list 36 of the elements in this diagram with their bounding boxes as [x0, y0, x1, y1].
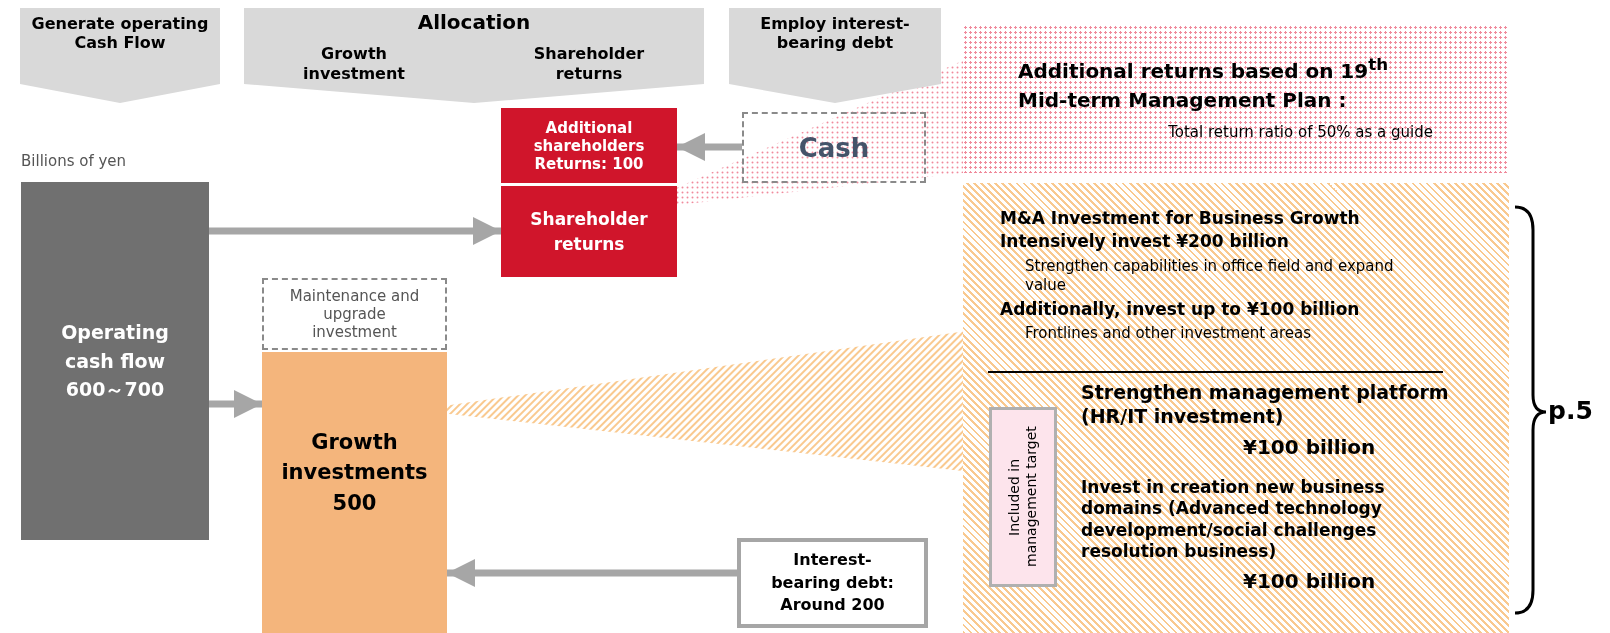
subheading: Growth investment: [302, 44, 406, 84]
cash-box: Cash: [742, 112, 926, 183]
note-text: Strengthen capabilities in office field and expand value: [1025, 257, 1395, 295]
heading: M&A Investment for Business Growth: [1000, 208, 1361, 230]
column-header: Employ interest-bearing debt: [729, 8, 941, 103]
heading: Allocation: [416, 10, 532, 35]
tag-box: [989, 407, 1057, 587]
returns-box: Additional shareholders Returns: 100: [501, 108, 677, 183]
amount-text: ¥100 billion: [1243, 569, 1377, 594]
page-reference: p.5: [1548, 396, 1593, 425]
unit-text: Billions of yen: [21, 152, 127, 170]
info-panel: [963, 183, 1509, 633]
arrow: [447, 559, 737, 587]
arrow: [209, 390, 262, 418]
amount-text: ¥100 billion: [1243, 435, 1377, 460]
tag-text: Included in management target: [1006, 425, 1040, 570]
note-text: Total return ratio of 50% as a guide: [1167, 123, 1433, 142]
returns-box: Shareholder returns: [501, 186, 677, 277]
info-panel: [963, 25, 1509, 173]
heading: Invest in creation new business domains (Advanced technology development/social challenges resolution business): [1081, 477, 1386, 562]
column-header: [244, 8, 704, 103]
callout-wedge: [447, 331, 963, 471]
growth-investment-bar: Growth investments 500: [262, 352, 447, 633]
heading: Additional returns based on 19$^{th}$ Mid-term Management Plan :: [1018, 54, 1390, 114]
arrow: [209, 217, 501, 245]
heading: Intensively invest ¥200 billion: [1000, 231, 1290, 253]
subheading: Shareholder returns: [532, 44, 646, 84]
callout-wedge: [677, 60, 963, 206]
debt-box: Interest-bearing debt: Around 200: [737, 538, 928, 628]
maintenance-box: Maintenance and upgrade investment: [262, 278, 447, 350]
note-text: Frontlines and other investment areas: [1025, 324, 1313, 343]
arrow: [677, 133, 742, 161]
heading: Strengthen management platform (HR/IT investment): [1081, 381, 1450, 429]
heading: Additionally, invest up to ¥100 billion: [1000, 299, 1361, 321]
cash-flow-bar: Operating cash flow 600～700: [21, 182, 209, 540]
column-header: Generate operating Cash Flow: [20, 8, 220, 103]
